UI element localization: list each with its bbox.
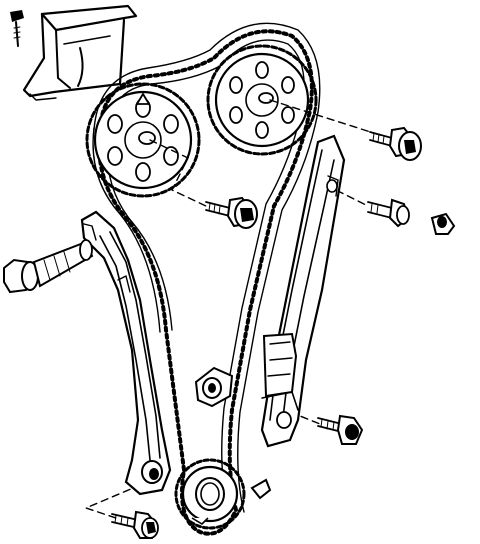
guide-bolt [367,198,410,228]
sprocket-bolt [205,196,258,229]
tensioner-rail [80,210,172,496]
crank-key [250,478,272,500]
tensioner-plug [430,212,456,235]
guide-bolt [111,510,159,539]
intake-camshaft-sprocket [206,44,318,156]
bracket-cover [22,4,138,101]
crankshaft-sprocket [174,458,246,530]
bracket-bolt [10,10,24,47]
chain-guide-rail [260,134,346,448]
rail-bolt [317,414,364,445]
sprocket-bolt [369,126,422,161]
exhaust-camshaft-sprocket [85,82,201,198]
pivot-bolt [3,239,94,294]
guide-pin-bushing [194,366,234,408]
